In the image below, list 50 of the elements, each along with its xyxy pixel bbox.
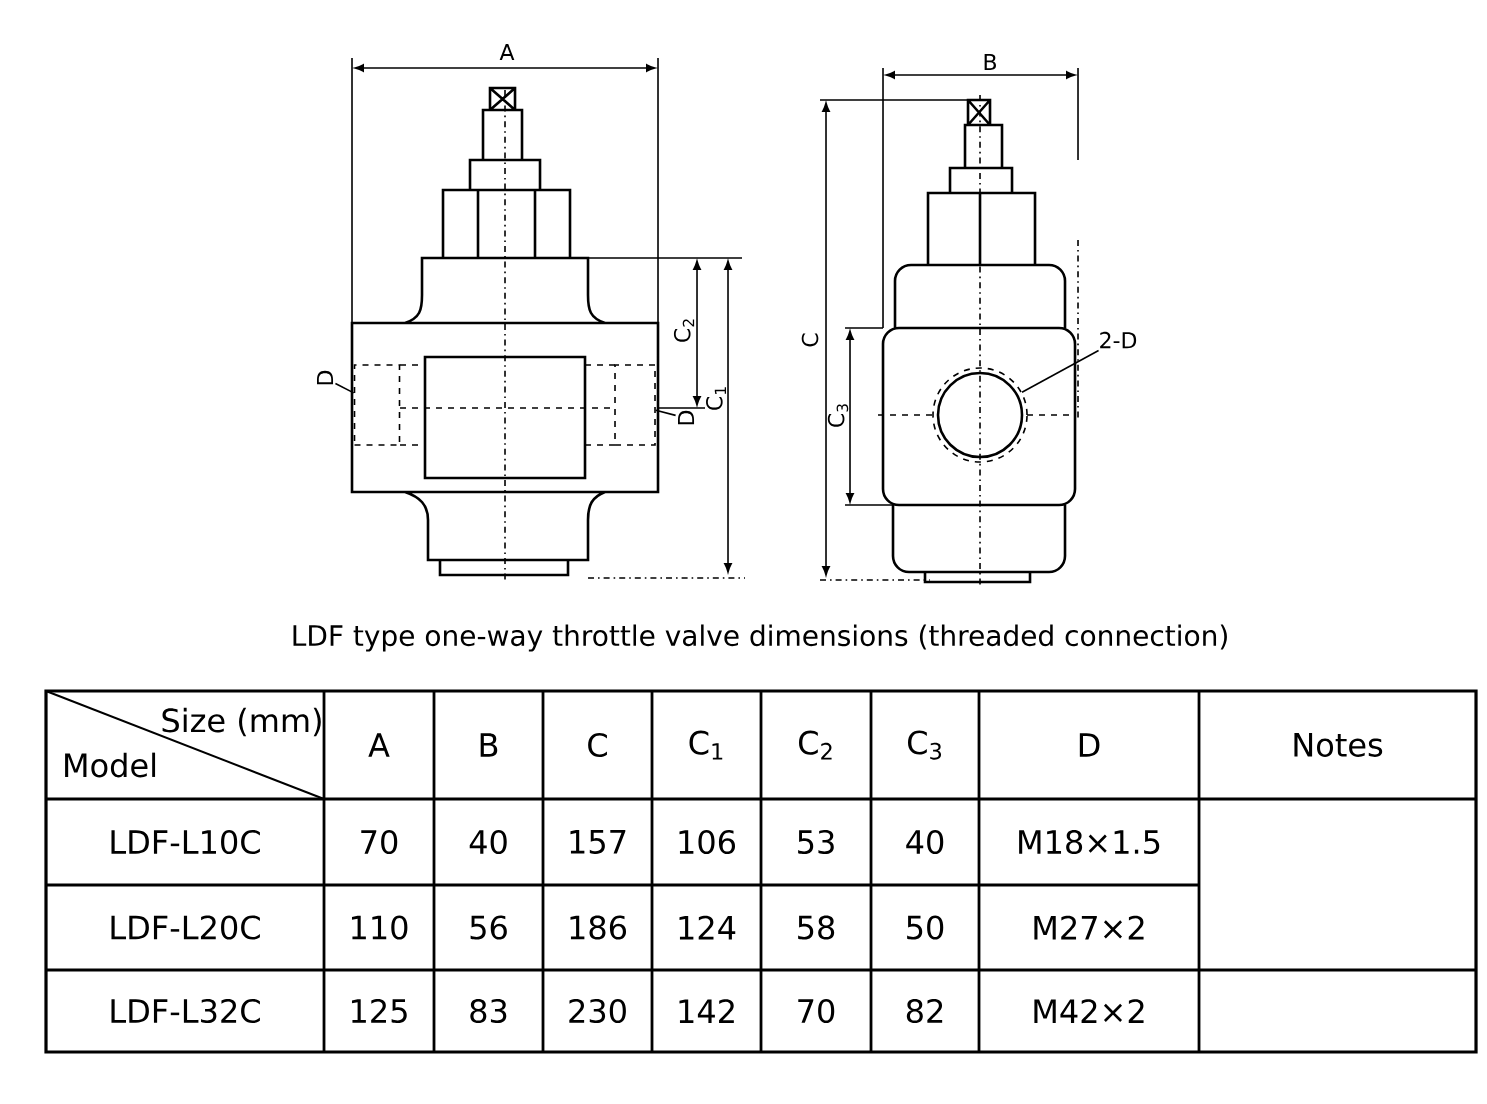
threaded-port xyxy=(614,364,656,446)
table-header: A xyxy=(368,733,390,757)
table-cell: M27×2 xyxy=(1034,915,1144,940)
table-cell: 157 xyxy=(570,830,626,854)
table-cell: LDF-L10C xyxy=(111,829,260,855)
table-cell: 82 xyxy=(906,998,943,1024)
dimension-label: A xyxy=(499,44,515,60)
table-cell: 110 xyxy=(352,915,408,940)
threaded-port xyxy=(932,367,1028,463)
table-cell: 186 xyxy=(570,915,626,940)
dimension-label: C$_{3}$ xyxy=(827,404,849,427)
table-cell: M18×1.5 xyxy=(1019,829,1160,855)
dimension-label: C xyxy=(801,333,819,347)
dimension-label: B xyxy=(984,54,996,70)
table-cell: 58 xyxy=(798,915,835,940)
leader-text: 2-D xyxy=(1100,331,1137,349)
table-header: C$_{3}$ xyxy=(908,730,941,760)
table-cell: 125 xyxy=(352,998,407,1024)
table-cell: 142 xyxy=(679,999,734,1023)
table-cell: 40 xyxy=(469,829,507,855)
table-header: Notes xyxy=(1294,733,1383,757)
table-cell: 230 xyxy=(569,998,626,1024)
table-cell: LDF-L20C xyxy=(111,915,260,940)
leader-line xyxy=(334,382,355,394)
table-header: C$_{2}$ xyxy=(799,730,832,760)
table-cell: M42×2 xyxy=(1034,999,1144,1023)
table-header: B xyxy=(480,733,498,757)
table-cell: 53 xyxy=(798,829,834,855)
table-cell: 83 xyxy=(470,998,507,1024)
table-header: Size (mm) xyxy=(162,707,321,737)
table-cell: 50 xyxy=(907,915,944,940)
table-header: Model xyxy=(65,752,156,778)
table-header: C xyxy=(588,732,607,758)
table-cell: 124 xyxy=(679,915,736,940)
leader-line xyxy=(1021,349,1100,393)
leader-line xyxy=(655,409,677,417)
table-cell: 40 xyxy=(906,829,944,855)
leader-text: D xyxy=(317,370,334,385)
table-cell: 106 xyxy=(679,829,736,855)
leader-text: D xyxy=(678,410,695,425)
table-cell: 70 xyxy=(798,998,835,1024)
dimension-label: C$_{1}$ xyxy=(706,387,726,410)
dimension-label: C$_{2}$ xyxy=(673,319,695,342)
table-cell: 70 xyxy=(361,829,398,855)
table-header: C$_{1}$ xyxy=(689,730,723,760)
threaded-port xyxy=(353,364,401,446)
table-header: D xyxy=(1079,733,1100,757)
table-cell: LDF-L32C xyxy=(111,998,260,1024)
caption: LDF type one-way throttle valve dimensions (threaded connection) xyxy=(293,624,1227,652)
table-cell: 56 xyxy=(470,915,507,940)
